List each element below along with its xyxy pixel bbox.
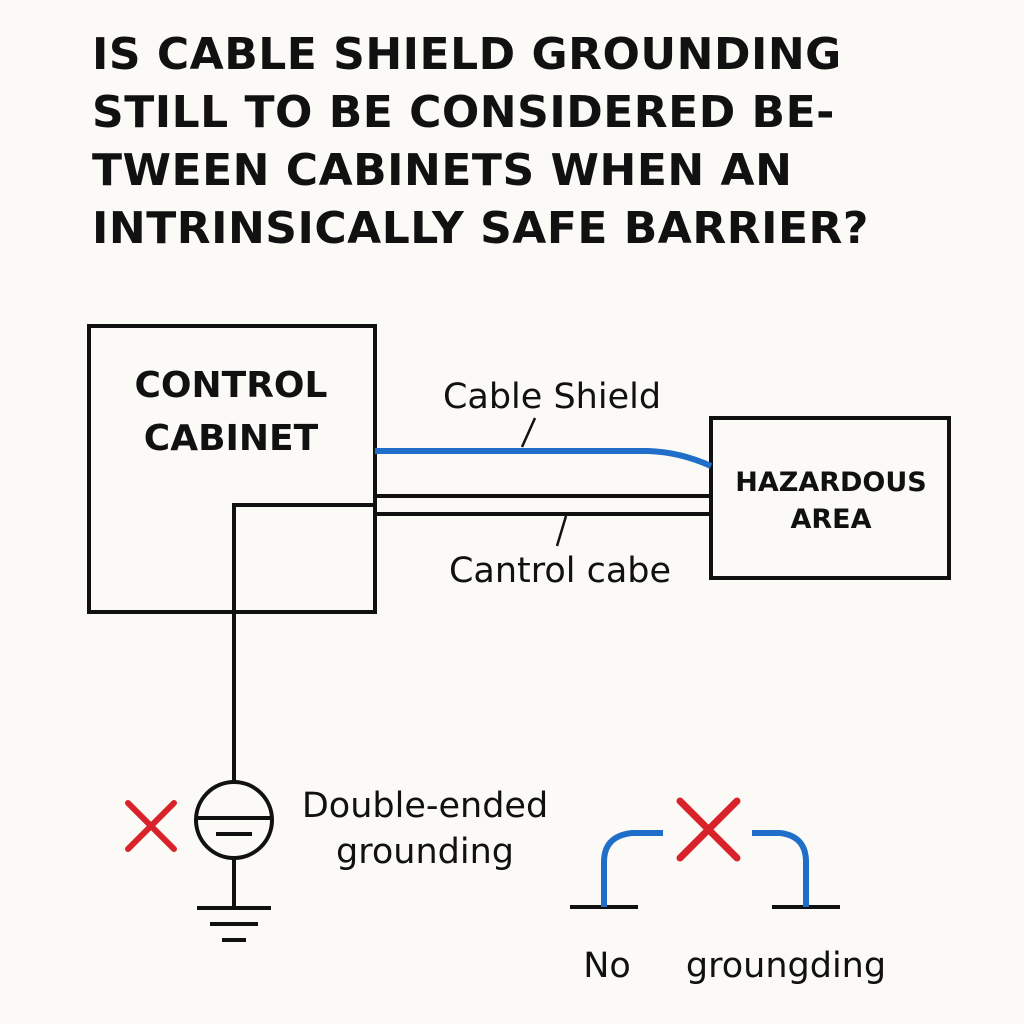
shield-stub-left xyxy=(601,830,663,907)
title-line-1: IS CABLE SHIELD GROUNDING xyxy=(92,29,842,80)
hazardous-area-label-line1: HAZARDOUS xyxy=(735,467,927,498)
title-line-2: STILL TO BE CONSIDERED BE- xyxy=(92,87,835,138)
title-line-3: TWEEN CABINETS WHEN AN xyxy=(92,145,793,196)
hazardous-area-label-line2: AREA xyxy=(790,504,871,535)
control-cable-leader xyxy=(555,515,568,547)
cable-shield-leader xyxy=(520,417,537,448)
x-mark-icon xyxy=(125,800,177,852)
cable-shield-label: Cable Shield xyxy=(443,377,661,417)
ground-symbol-icon xyxy=(194,780,274,860)
no-grounding-word-no: No xyxy=(583,946,631,986)
ground-wire xyxy=(232,503,375,782)
hazardous-area-box xyxy=(709,416,951,580)
control-cable-label: Cantrol cabe xyxy=(449,551,671,591)
page-title: IS CABLE SHIELD GROUNDING STILL TO BE CO… xyxy=(92,26,992,258)
control-cabinet-label-line1: CONTROL xyxy=(135,365,328,406)
cable-shield-line xyxy=(375,448,713,469)
title-line-4: INTRINSICALLY SAFE BARRIER? xyxy=(92,203,869,254)
x-mark-icon xyxy=(676,797,741,862)
double-ended-label-line2: grounding xyxy=(336,832,514,872)
no-grounding-word-grounding: groungding xyxy=(686,946,886,986)
control-cabinet-label-line2: CABINET xyxy=(144,418,319,459)
shield-stub-right xyxy=(752,830,809,907)
earth-ground-icon xyxy=(197,906,271,942)
double-ended-label-line1: Double-ended xyxy=(302,786,548,826)
